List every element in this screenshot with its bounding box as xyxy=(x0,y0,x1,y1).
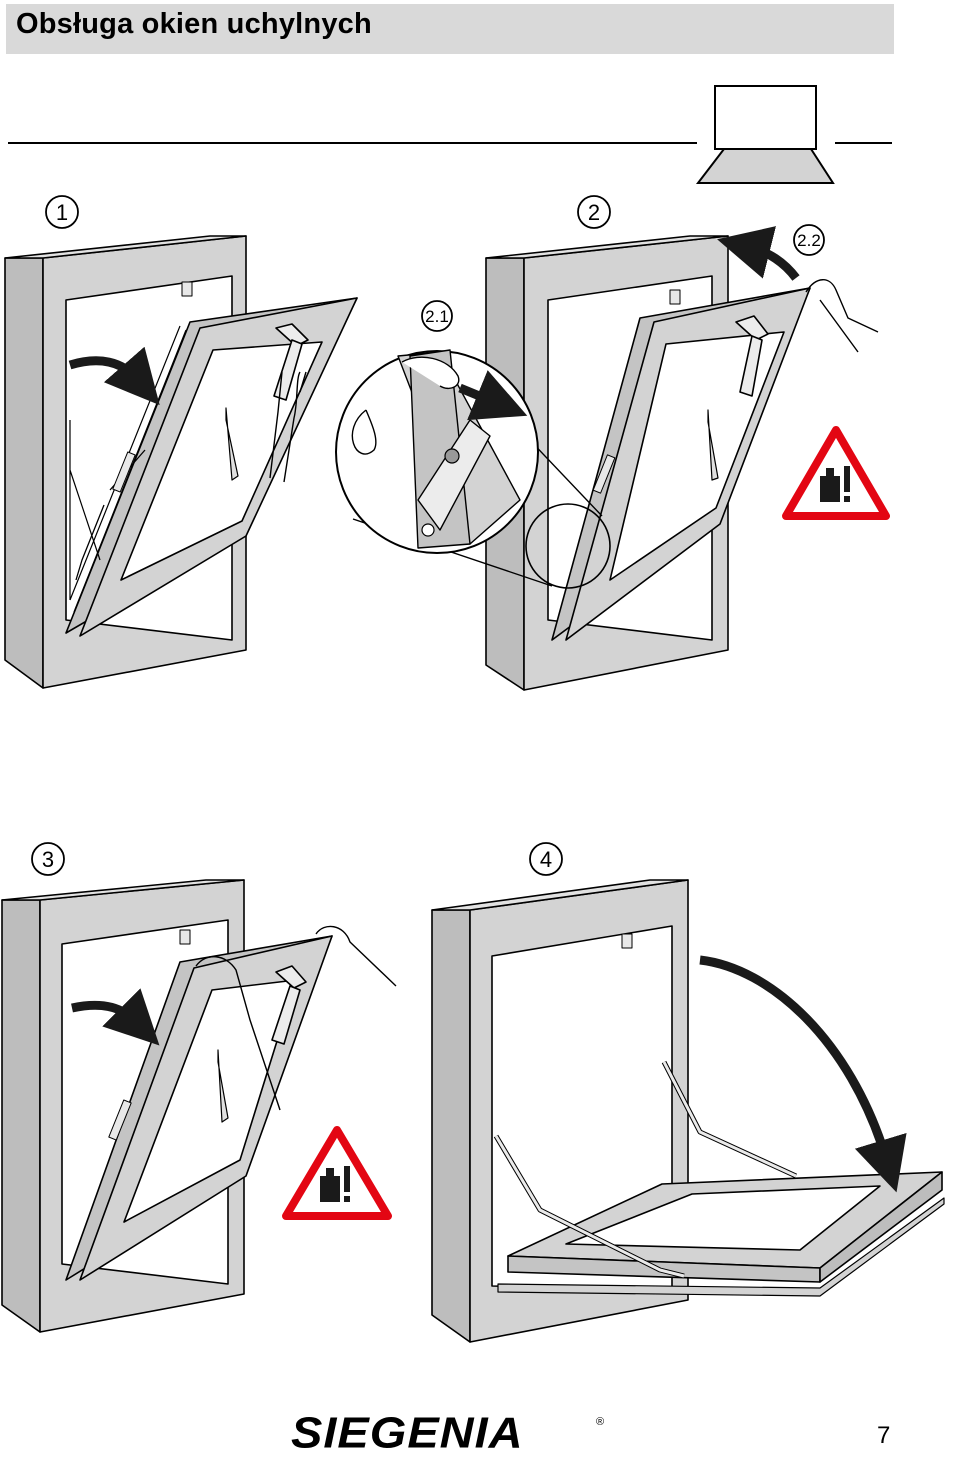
registered-mark: ® xyxy=(596,1416,605,1428)
handle-icon xyxy=(271,965,307,1045)
svg-text:4: 4 xyxy=(540,847,552,872)
curved-arrow-icon xyxy=(71,988,160,1046)
circle-number-icon xyxy=(529,842,563,876)
step-number-4: 4 xyxy=(529,842,563,876)
hand-icon xyxy=(195,956,281,1111)
page-title: Obsługa okien uchylnych xyxy=(16,8,372,40)
circle-number-icon xyxy=(31,842,65,876)
curved-arrow-icon xyxy=(699,955,907,1193)
circle-number-icon xyxy=(421,300,453,332)
curved-arrow-icon xyxy=(458,370,528,421)
substep-2-2: 2.2 xyxy=(793,224,825,256)
svg-text:2.2: 2.2 xyxy=(797,231,821,250)
svg-text:2.1: 2.1 xyxy=(425,307,449,326)
header-bar xyxy=(6,4,894,54)
circle-number-icon xyxy=(577,195,611,229)
page-number: 7 xyxy=(877,1422,891,1449)
step-1-illustration xyxy=(4,235,358,689)
curved-arrow-icon xyxy=(68,346,160,406)
step-4-illustration xyxy=(431,879,945,1343)
hand-icon xyxy=(805,279,879,353)
warning-weight-icon xyxy=(782,426,890,520)
svg-text:2: 2 xyxy=(588,200,600,225)
hand-icon xyxy=(315,925,397,987)
svg-text:3: 3 xyxy=(42,847,54,872)
circle-number-icon xyxy=(45,195,79,229)
step-2-illustration xyxy=(335,226,890,691)
brand-logo: SIEGENIA xyxy=(291,1408,524,1457)
warning-weight-icon xyxy=(282,1126,392,1220)
step-3-illustration xyxy=(1,879,397,1333)
window-position-diagram xyxy=(8,85,892,184)
zoom-detail xyxy=(335,349,539,554)
step-number-1: 1 xyxy=(45,195,79,229)
tilt-window-icon xyxy=(65,935,333,1281)
open-sash-icon xyxy=(497,1171,945,1297)
hand-icon xyxy=(269,371,307,483)
step-number-3: 3 xyxy=(31,842,65,876)
handle-icon xyxy=(735,315,769,397)
circle-number-icon xyxy=(793,224,825,256)
substep-2-1: 2.1 xyxy=(421,300,453,332)
step-number-2: 2 xyxy=(577,195,611,229)
svg-text:1: 1 xyxy=(56,200,68,225)
curved-arrow-icon xyxy=(717,226,800,281)
